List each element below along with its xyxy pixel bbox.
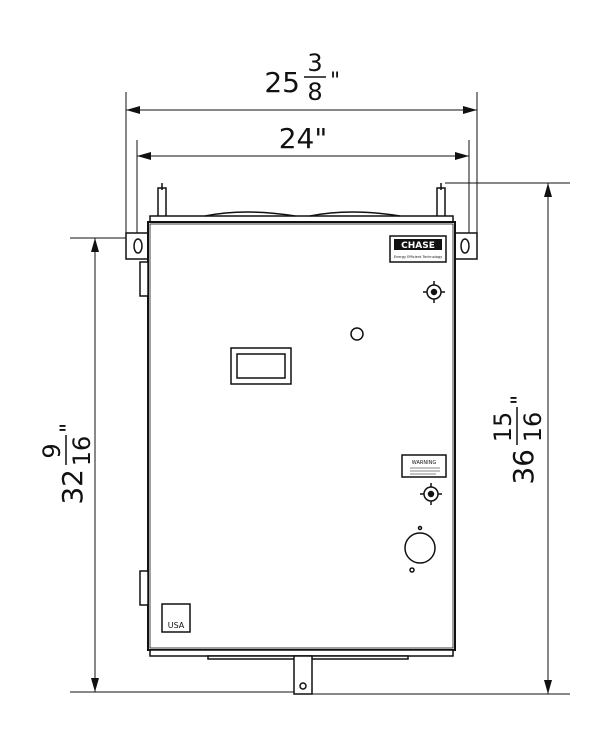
top-vent-left xyxy=(204,211,296,217)
mount-height-unit: " xyxy=(57,423,82,433)
overall-width-numerator: 3 xyxy=(307,49,322,77)
hinge-bottom xyxy=(139,570,149,606)
overall-height-denominator: 16 xyxy=(519,412,547,443)
mounting-bracket-left xyxy=(125,232,151,260)
mount-height-denominator: 16 xyxy=(68,436,96,467)
dimension-arrowheads xyxy=(91,106,552,694)
made-in-usa-label xyxy=(161,603,191,633)
brand-tagline-text: Energy Efficient Technology xyxy=(394,255,442,259)
overall-width-whole: 25 xyxy=(264,66,300,99)
overall-width-unit: " xyxy=(330,69,340,94)
overall-height-whole: 36 xyxy=(507,449,540,485)
lifting-eye-right xyxy=(436,183,446,219)
brand-plate-text: CHASE xyxy=(401,241,435,251)
top-vent-right xyxy=(309,211,401,217)
warning-plate xyxy=(401,454,447,478)
drain-outlet xyxy=(293,655,313,695)
overall-width-label: 25 3 8 " xyxy=(264,49,340,106)
mount-height-numerator: 9 xyxy=(38,443,66,458)
indicator-light xyxy=(350,327,364,341)
latch-lower xyxy=(420,483,442,505)
cabinet-front-view xyxy=(125,183,478,695)
bottom-base xyxy=(149,649,454,657)
dimension-lines xyxy=(70,92,570,695)
lifting-eye-left xyxy=(157,183,167,219)
warning-plate-lines xyxy=(410,467,440,475)
hinge-top xyxy=(139,261,149,297)
mount-height-whole: 32 xyxy=(56,469,89,505)
warning-plate-text: WARNING xyxy=(412,460,437,466)
made-in-usa-text: USA xyxy=(168,621,185,630)
cabinet-body xyxy=(147,221,456,651)
mount-height-label: 32 9 16 " xyxy=(38,423,96,505)
overall-height-label: 36 15 16 " xyxy=(489,395,547,485)
cabinet-door xyxy=(149,223,454,649)
pressure-gauge xyxy=(404,525,436,573)
overall-width-denominator: 8 xyxy=(307,78,322,106)
cabinet-width-label: 24" xyxy=(279,122,328,155)
brand-plate xyxy=(389,235,447,263)
overall-height-numerator: 15 xyxy=(489,412,517,443)
latch-upper xyxy=(423,281,445,303)
display-screen xyxy=(230,347,292,385)
mounting-bracket-right xyxy=(452,232,478,260)
overall-height-unit: " xyxy=(508,395,533,405)
